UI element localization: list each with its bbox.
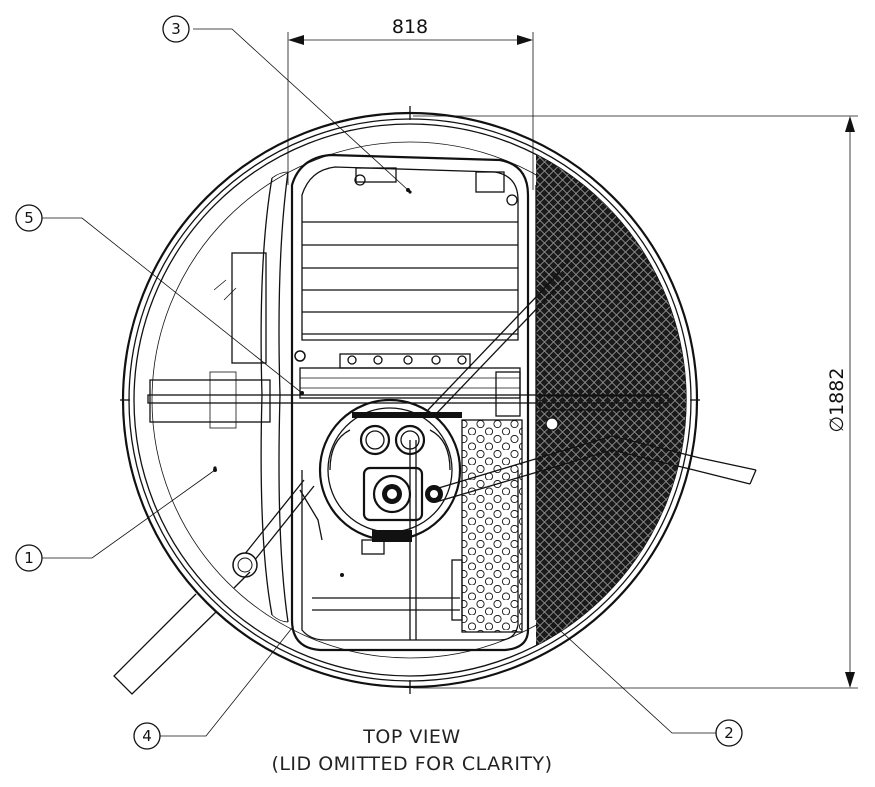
view-title-line1: TOP VIEW <box>362 726 460 748</box>
balloon-5: 5 <box>15 204 43 232</box>
balloon-1-label: 1 <box>24 549 34 567</box>
view-title-line2: (LID OMITTED FOR CLARITY) <box>271 753 552 775</box>
diameter-dimension-label: ∅1882 <box>826 368 848 433</box>
diameter-dimension: ∅1882 <box>413 115 858 689</box>
central-unit <box>318 398 462 542</box>
leader-lines <box>42 28 716 737</box>
diagonal-pipes <box>113 261 757 695</box>
mesh-filter-zone <box>535 124 686 676</box>
balloon-1: 1 <box>15 544 43 572</box>
width-dimension-label: 818 <box>392 16 428 38</box>
balloon-3: 3 <box>162 15 190 43</box>
chamber-markers <box>213 190 412 577</box>
width-dimension: 818 <box>287 16 534 190</box>
hex-media-zone <box>461 419 523 633</box>
balloon-5-label: 5 <box>24 209 34 227</box>
balloon-4: 4 <box>133 722 161 750</box>
balloon-4-label: 4 <box>142 727 152 745</box>
view-title: TOP VIEW (LID OMITTED FOR CLARITY) <box>271 726 552 775</box>
balloon-3-label: 3 <box>171 20 181 38</box>
balloon-2: 2 <box>715 719 743 747</box>
balloon-2-label: 2 <box>724 724 734 742</box>
chamber-3 <box>290 153 530 652</box>
